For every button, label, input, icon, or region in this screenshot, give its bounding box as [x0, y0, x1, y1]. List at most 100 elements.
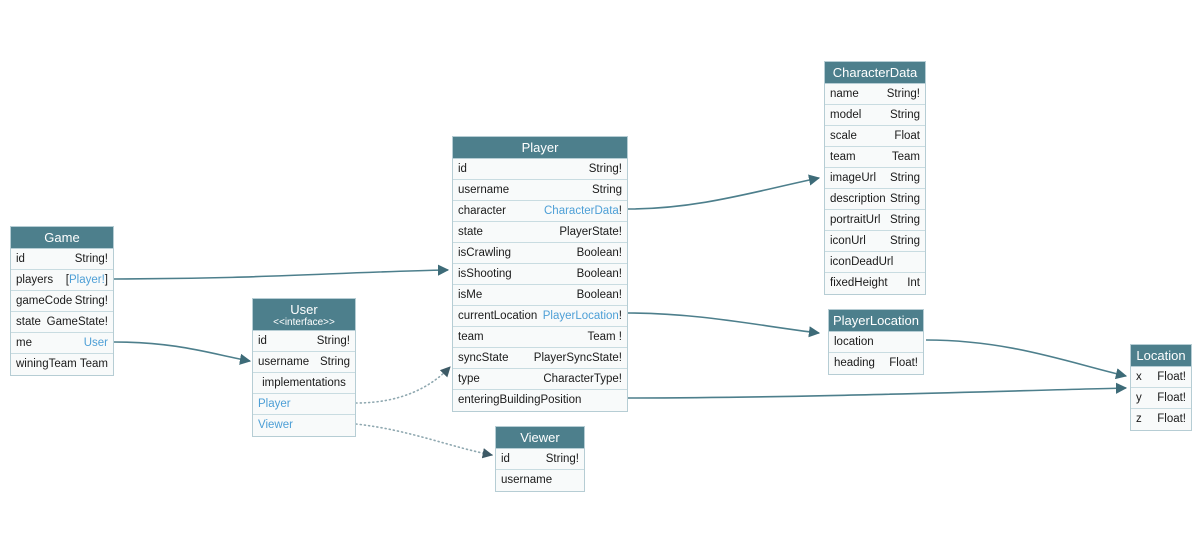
- table-row[interactable]: state PlayerState!: [453, 222, 627, 243]
- field-type: String: [591, 184, 622, 196]
- field-name: currentLocation: [458, 310, 538, 322]
- edge-player-currentlocation-to-playerlocation: [627, 312, 821, 338]
- table-row[interactable]: name String!: [825, 84, 925, 105]
- field-type[interactable]: [Player!]: [65, 274, 108, 286]
- field-type[interactable]: PlayerLocation!: [542, 310, 622, 322]
- table-row[interactable]: type CharacterType!: [453, 369, 627, 390]
- field-type: String: [889, 193, 920, 205]
- table-row[interactable]: z Float!: [1131, 409, 1191, 430]
- table-row[interactable]: y Float!: [1131, 388, 1191, 409]
- field-type: Int: [907, 277, 920, 289]
- field-name: heading: [834, 357, 875, 369]
- entity-user[interactable]: User <<interface>> id String! username S…: [252, 298, 356, 437]
- field-name: character: [458, 205, 506, 217]
- table-row[interactable]: description String: [825, 189, 925, 210]
- field-type: String!: [316, 335, 350, 347]
- implementation-item-viewer[interactable]: Viewer: [253, 415, 355, 436]
- table-row[interactable]: id String!: [453, 159, 627, 180]
- entity-viewer[interactable]: Viewer id String! username String: [495, 426, 585, 492]
- field-type: GameState!: [46, 316, 108, 328]
- table-row[interactable]: id String!: [253, 331, 355, 352]
- implementation-name: Player: [258, 398, 291, 410]
- table-row[interactable]: imageUrl String: [825, 168, 925, 189]
- field-name: players: [16, 274, 54, 286]
- field-type: Float!: [1157, 371, 1186, 383]
- field-name: scale: [830, 130, 857, 142]
- entity-player[interactable]: Player id String! username String charac…: [452, 136, 628, 412]
- field-type: Float!: [889, 357, 918, 369]
- entity-player-location[interactable]: PlayerLocation location Location! headin…: [828, 309, 924, 375]
- table-row[interactable]: isShooting Boolean!: [453, 264, 627, 285]
- field-name: iconDeadUrl: [830, 256, 894, 268]
- table-row[interactable]: isCrawling Boolean!: [453, 243, 627, 264]
- field-name: gameCode: [16, 295, 73, 307]
- field-type: String!: [588, 163, 622, 175]
- table-row[interactable]: fixedHeight Int: [825, 273, 925, 294]
- field-name: username: [458, 184, 510, 196]
- implementation-item-player[interactable]: Player: [253, 394, 355, 415]
- table-row[interactable]: currentLocation PlayerLocation!: [453, 306, 627, 327]
- field-type: CharacterType!: [543, 373, 622, 385]
- table-row[interactable]: scale Float: [825, 126, 925, 147]
- implementation-name: Viewer: [258, 419, 293, 431]
- table-row[interactable]: x Float!: [1131, 367, 1191, 388]
- entity-location[interactable]: Location x Float! y Float! z Float!: [1130, 344, 1192, 431]
- entity-game[interactable]: Game id String! players [Player!] gameCo…: [10, 226, 114, 376]
- table-row[interactable]: heading Float!: [829, 353, 923, 374]
- field-type-link[interactable]: User: [83, 337, 108, 349]
- table-row[interactable]: winingTeam Team: [11, 354, 113, 375]
- field-type: PlayerState!: [559, 226, 622, 238]
- table-row[interactable]: id String!: [496, 449, 584, 470]
- field-type: Team: [79, 358, 108, 370]
- entity-viewer-title: Viewer: [496, 427, 584, 449]
- field-name: state: [458, 226, 483, 238]
- table-row[interactable]: players [Player!]: [11, 270, 113, 291]
- field-name: isMe: [458, 289, 483, 301]
- table-row[interactable]: iconDeadUrl String: [825, 252, 925, 273]
- field-name: winingTeam: [16, 358, 77, 370]
- field-name: id: [501, 453, 510, 465]
- field-name: model: [830, 109, 862, 121]
- table-row[interactable]: id String!: [11, 249, 113, 270]
- field-name: id: [458, 163, 467, 175]
- table-row[interactable]: state GameState!: [11, 312, 113, 333]
- table-row[interactable]: isMe Boolean!: [453, 285, 627, 306]
- table-row[interactable]: team Team !: [453, 327, 627, 348]
- field-name: description: [830, 193, 886, 205]
- entity-player-title: Player: [453, 137, 627, 159]
- field-type: Float!: [1157, 392, 1186, 404]
- table-row[interactable]: gameCode String!: [11, 291, 113, 312]
- edge-user-implements-viewer: [355, 423, 494, 459]
- field-name: location: [834, 336, 874, 348]
- entity-user-name: User: [290, 302, 318, 317]
- field-name: isShooting: [458, 268, 512, 280]
- entity-character-data[interactable]: CharacterData name String! model String …: [824, 61, 926, 295]
- field-name: team: [830, 151, 856, 163]
- table-row[interactable]: portraitUrl String: [825, 210, 925, 231]
- field-name: username: [501, 474, 553, 486]
- field-name: enteringBuildingPosition: [458, 394, 582, 406]
- field-type: Team: [891, 151, 920, 163]
- table-row[interactable]: username String: [496, 470, 584, 491]
- table-row[interactable]: syncState PlayerSyncState!: [453, 348, 627, 369]
- field-type[interactable]: CharacterData!: [544, 205, 622, 217]
- table-row[interactable]: iconUrl String: [825, 231, 925, 252]
- field-type: String: [889, 214, 920, 226]
- table-row[interactable]: me User: [11, 333, 113, 354]
- table-row[interactable]: character CharacterData!: [453, 201, 627, 222]
- field-type: Float: [894, 130, 920, 142]
- entity-user-title: User <<interface>>: [253, 299, 355, 331]
- field-type-link[interactable]: Location: [579, 410, 622, 411]
- field-name: portraitUrl: [830, 214, 881, 226]
- table-row[interactable]: enteringBuildingPosition Location: [453, 390, 627, 411]
- entity-location-title: Location: [1131, 345, 1191, 367]
- field-type: String: [889, 172, 920, 184]
- entity-character-data-title: CharacterData: [825, 62, 925, 84]
- field-type: PlayerSyncState!: [533, 352, 622, 364]
- table-row[interactable]: location Location!: [829, 332, 923, 353]
- table-row[interactable]: team Team: [825, 147, 925, 168]
- table-row[interactable]: model String: [825, 105, 925, 126]
- table-row[interactable]: username String: [453, 180, 627, 201]
- table-row[interactable]: username String: [253, 352, 355, 373]
